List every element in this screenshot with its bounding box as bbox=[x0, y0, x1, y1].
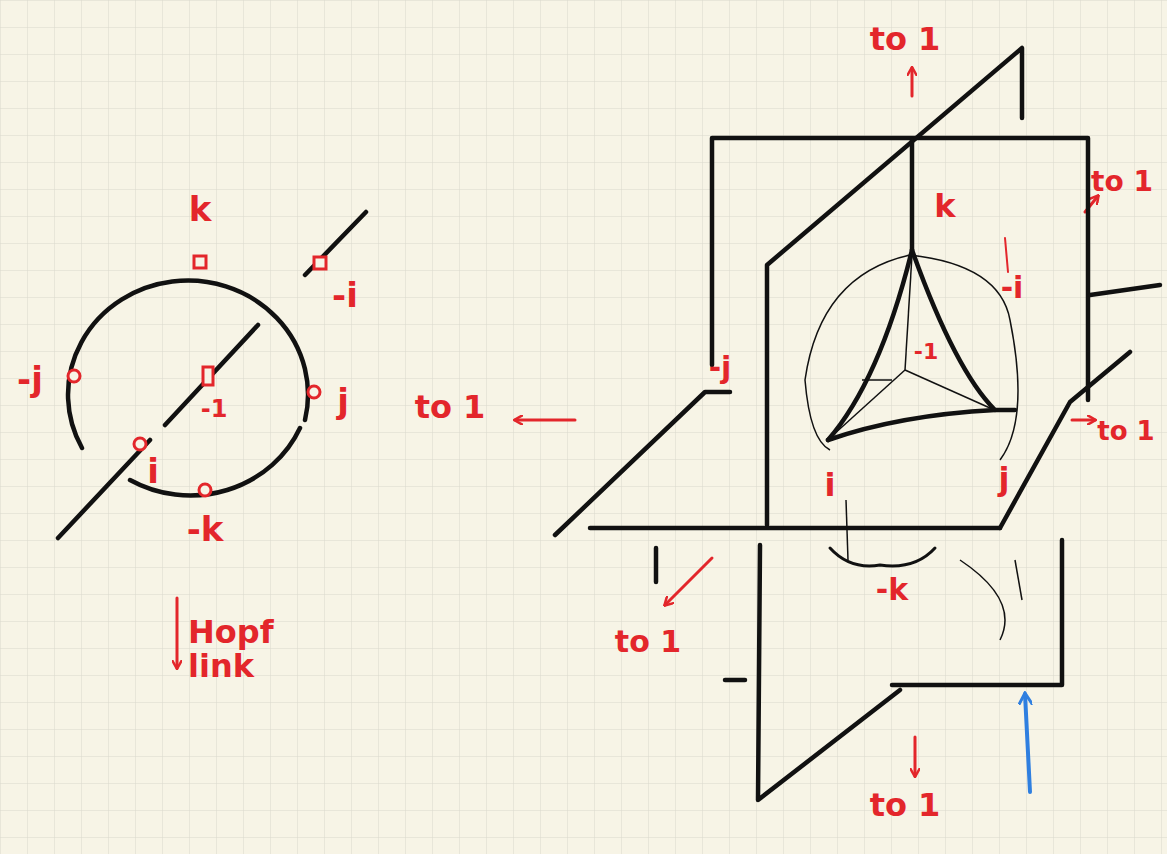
axis-label: k bbox=[934, 190, 955, 224]
sphere-sketch bbox=[805, 255, 1022, 640]
quaternion-points bbox=[68, 256, 326, 496]
red-arrows bbox=[177, 68, 1098, 776]
axis-label: -1 bbox=[201, 397, 228, 422]
axis-label: -i bbox=[332, 278, 358, 314]
hopf-link bbox=[58, 212, 366, 538]
axis-label: -k bbox=[187, 512, 224, 548]
axis-label: -1 bbox=[914, 340, 938, 363]
axis-label: to 1 bbox=[615, 626, 681, 658]
axis-label: j bbox=[999, 463, 1010, 497]
axis-label: -k bbox=[876, 574, 908, 606]
axis-label: Hopf link bbox=[188, 616, 298, 683]
axis-label: to 1 bbox=[1097, 418, 1154, 445]
axis-label: to 1 bbox=[1091, 167, 1153, 196]
axis-label: -i bbox=[1001, 272, 1024, 304]
blue-arrow bbox=[1025, 694, 1030, 792]
coordinate-planes bbox=[555, 48, 1160, 800]
axis-label: i bbox=[825, 469, 836, 503]
axis-label: to 1 bbox=[870, 789, 941, 823]
axis-label: j bbox=[337, 384, 349, 420]
axis-label: -j bbox=[709, 352, 732, 384]
axis-label: -j bbox=[17, 362, 43, 398]
axis-label: i bbox=[147, 454, 159, 490]
axis-label: k bbox=[189, 192, 212, 228]
axis-label: to 1 bbox=[870, 23, 941, 57]
axis-label: to 1 bbox=[415, 391, 486, 425]
